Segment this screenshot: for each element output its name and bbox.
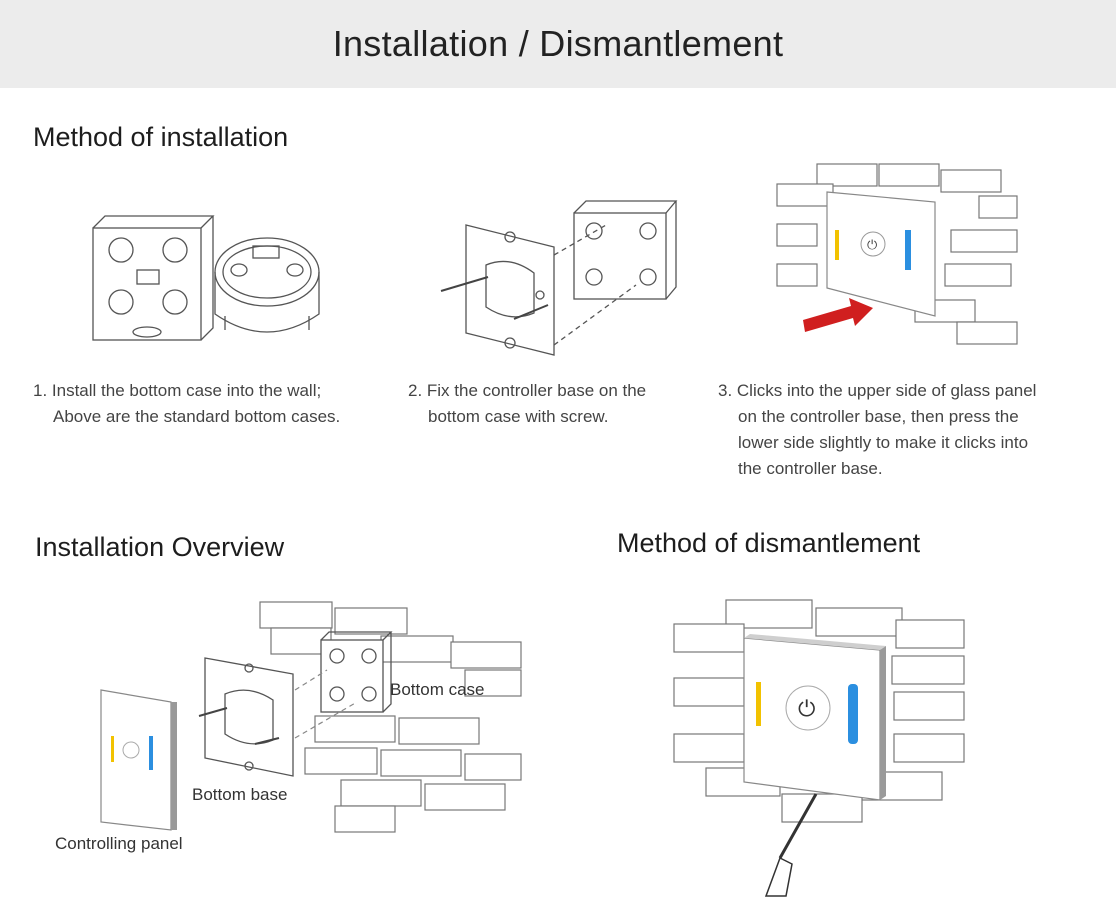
power-icon: ⏻ — [867, 238, 877, 253]
brick-wall — [673, 599, 965, 823]
installation-method-heading: Method of installation — [33, 122, 289, 152]
glass-panel: ⏻ — [743, 634, 886, 801]
step-1-caption: 1. Install the bottom case into the wall… — [33, 381, 341, 426]
warm-slider — [835, 230, 839, 260]
page-title: Installation / Dismantlement — [332, 23, 784, 64]
bottom-base-label: Bottom base — [192, 785, 288, 804]
brick-wall — [776, 163, 1018, 345]
red-arrow-icon — [803, 298, 873, 332]
blue-slider — [905, 230, 911, 270]
step-2-caption: 2. Fix the controller base on the bottom… — [408, 381, 647, 426]
power-icon: ⏻ — [798, 697, 815, 722]
screw-icon — [440, 276, 549, 320]
glass-panel — [826, 191, 936, 317]
installation-overview-heading: Installation Overview — [35, 532, 285, 562]
installation-overview-figure — [100, 601, 522, 833]
bottom-case-box — [573, 200, 678, 300]
controlling-panel-label: Controlling panel — [55, 834, 183, 853]
brick-wall — [259, 601, 522, 833]
glass-panel-figure: ⏻ — [776, 163, 1018, 345]
dismantlement-figure: ⏻ — [673, 599, 965, 897]
controlling-panel-device — [100, 689, 177, 831]
round-bottom-case — [214, 237, 320, 333]
bottom-case-label: Bottom case — [390, 680, 485, 699]
bottom-base-plate — [204, 657, 294, 777]
screw-icon — [198, 707, 228, 717]
title-bar: Installation / Dismantlement — [0, 0, 1116, 88]
screwdriver-icon — [764, 793, 818, 897]
dismantlement-method-heading: Method of dismantlement — [617, 528, 921, 558]
square-bottom-case — [92, 215, 215, 341]
step-3-caption: 3. Clicks into the upper side of glass p… — [718, 381, 1037, 478]
fix-base-figure — [440, 200, 678, 356]
controller-base-plate — [465, 224, 555, 356]
bottom-case-box — [320, 631, 393, 713]
bottom-cases-figure — [92, 215, 320, 341]
